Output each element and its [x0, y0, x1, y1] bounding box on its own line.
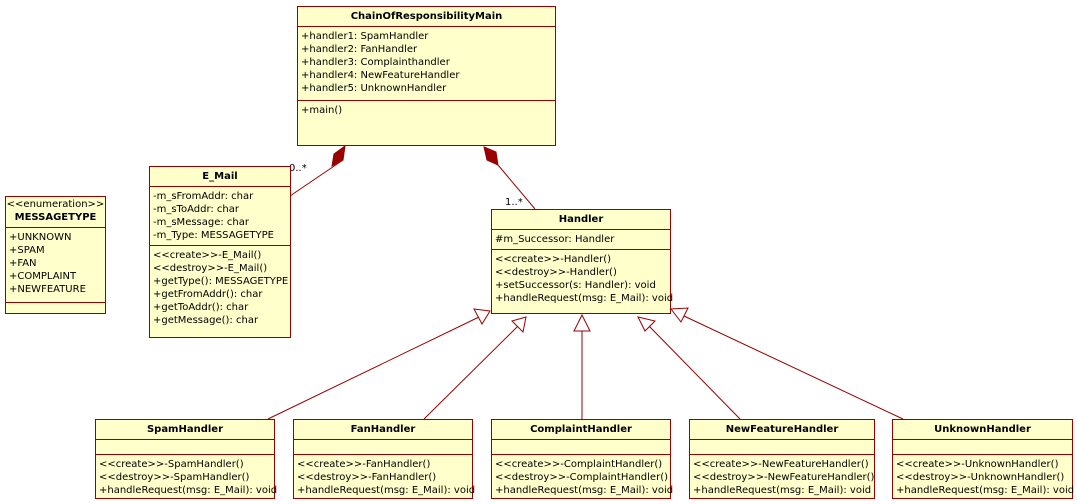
attribute: +handler5: UnknownHandler [301, 83, 447, 94]
class-name: E_Mail [150, 167, 290, 187]
operation: +getType(): MESSAGETYPE [153, 276, 289, 287]
attribute: -m_sMessage: char [153, 217, 250, 228]
generalization-line-unknown [683, 315, 904, 420]
class-e-mail[interactable]: E_Mail -m_sFromAddr: char -m_sToAddr: ch… [149, 166, 291, 338]
operation: <<destroy>>-Handler() [495, 267, 617, 278]
empty-section [6, 303, 105, 309]
class-name: SpamHandler [96, 420, 274, 440]
composition-diamond-email [331, 144, 346, 167]
attributes-section: #m_Successor: Handler [492, 230, 670, 250]
attribute: #m_Successor: Handler [495, 234, 615, 245]
attributes-section: -m_sFromAddr: char -m_sToAddr: char -m_s… [150, 187, 290, 246]
operation: <<destroy>>-UnknownHandler() [896, 472, 1065, 483]
class-complaint-handler[interactable]: ComplaintHandler <<create>>-ComplaintHan… [491, 419, 674, 500]
multiplicity-email: 0..* [289, 163, 307, 174]
operation: <<create>>-ComplaintHandler() [495, 459, 663, 470]
class-name: UnknownHandler [893, 420, 1072, 440]
operation: +handleRequest(msg: E_Mail): void [896, 485, 1075, 496]
operation: +getToAddr(): char [153, 302, 249, 313]
class-handler[interactable]: Handler #m_Successor: Handler <<create>>… [491, 209, 674, 314]
operation: +handleRequest(msg: E_Mail): void [99, 485, 278, 496]
generalization-arrow-spam [473, 308, 491, 326]
class-name: Handler [492, 210, 670, 230]
multiplicity-handler: 1..* [505, 197, 523, 208]
generalization-line-spam [267, 316, 480, 420]
operations-section: +main() [298, 101, 555, 120]
attributes-section [690, 440, 874, 455]
operations-section: <<create>>-E_Mail() <<destroy>>-E_Mail()… [150, 246, 290, 330]
attributes-section: +handler1: SpamHandler +handler2: FanHan… [298, 27, 555, 101]
class-name: ChainOfResponsibilityMain [298, 7, 555, 27]
attributes-section [492, 440, 670, 455]
enum-literal: +UNKNOWN [9, 232, 72, 243]
operation: +handleRequest(msg: E_Mail): void [495, 293, 674, 304]
enum-messagetype[interactable]: <<enumeration>> MESSAGETYPE +UNKNOWN +SP… [5, 196, 106, 314]
generalization-line-newfeature [648, 325, 741, 420]
attributes-section [893, 440, 1072, 455]
class-spam-handler[interactable]: SpamHandler <<create>>-SpamHandler() <<d… [95, 419, 278, 500]
class-fan-handler[interactable]: FanHandler <<create>>-FanHandler() <<des… [293, 419, 476, 500]
class-newfeature-handler[interactable]: NewFeatureHandler <<create>>-NewFeatureH… [689, 419, 875, 499]
operation: +handleRequest(msg: E_Mail): void [495, 485, 674, 496]
operation: <<create>>-UnknownHandler() [896, 459, 1059, 470]
attribute: +handler3: Complainthandler [301, 57, 450, 68]
literals-section: +UNKNOWN +SPAM +FAN +COMPLAINT +NEWFEATU… [6, 228, 105, 303]
generalization-arrow-unknown [670, 307, 689, 323]
attribute: +handler4: NewFeatureHandler [301, 70, 460, 81]
operations-section: <<create>>-Handler() <<destroy>>-Handler… [492, 250, 674, 308]
class-name: NewFeatureHandler [690, 420, 874, 440]
operation: +main() [301, 105, 343, 116]
stereotype: <<enumeration>> [6, 199, 105, 210]
generalization-arrow-fan [511, 316, 527, 334]
enum-literal: +COMPLAINT [9, 271, 77, 282]
operation: <<create>>-E_Mail() [153, 250, 262, 261]
operation: <<destroy>>-FanHandler() [297, 472, 437, 483]
operation: +handleRequest(msg: E_Mail): void [297, 485, 476, 496]
generalization-line-fan [423, 325, 519, 420]
composition-line-handler [497, 164, 536, 210]
operations-section: <<create>>-UnknownHandler() <<destroy>>-… [893, 455, 1075, 500]
attribute: -m_sFromAddr: char [153, 191, 254, 202]
composition-line-email [289, 159, 344, 197]
attribute: -m_Type: MESSAGETYPE [153, 230, 274, 241]
operation: <<create>>-FanHandler() [297, 459, 431, 470]
operation: +getFromAddr(): char [153, 289, 263, 300]
attribute: -m_sToAddr: char [153, 204, 240, 215]
operation: <<destroy>>-NewFeatureHandler() [693, 472, 875, 483]
operation: +handleRequest(msg: E_Mail): void [693, 485, 872, 496]
attributes-section [294, 440, 472, 455]
composition-diamond-handler [483, 146, 499, 166]
operations-section: <<create>>-NewFeatureHandler() <<destroy… [690, 455, 874, 500]
operation: <<create>>-NewFeatureHandler() [693, 459, 869, 470]
attributes-section [96, 440, 274, 455]
enum-literal: +NEWFEATURE [9, 284, 86, 295]
class-name: FanHandler [294, 420, 472, 440]
operations-section: <<create>>-ComplaintHandler() <<destroy>… [492, 455, 674, 500]
operations-section: <<create>>-FanHandler() <<destroy>>-FanH… [294, 455, 476, 500]
attribute: +handler2: FanHandler [301, 44, 418, 55]
class-name: MESSAGETYPE [6, 211, 105, 228]
operation: <<destroy>>-E_Mail() [153, 263, 268, 274]
attribute: +handler1: SpamHandler [301, 31, 429, 42]
operation: <<create>>-Handler() [495, 254, 612, 265]
class-unknown-handler[interactable]: UnknownHandler <<create>>-UnknownHandler… [892, 419, 1075, 500]
class-chain-of-responsibility-main[interactable]: ChainOfResponsibilityMain +handler1: Spa… [297, 6, 556, 146]
operations-section: <<create>>-SpamHandler() <<destroy>>-Spa… [96, 455, 278, 500]
operation: +setSuccessor(s: Handler): void [495, 280, 656, 291]
operation: +getMessage(): char [153, 315, 259, 326]
operation: <<destroy>>-SpamHandler() [99, 472, 250, 483]
generalization-arrow-newfeature [637, 316, 656, 332]
class-name: ComplaintHandler [492, 420, 670, 440]
enum-literal: +FAN [9, 258, 37, 269]
generalization-arrow-complaint [573, 313, 591, 332]
operation: <<destroy>>-ComplaintHandler() [495, 472, 668, 483]
enum-literal: +SPAM [9, 245, 45, 256]
operation: <<create>>-SpamHandler() [99, 459, 244, 470]
